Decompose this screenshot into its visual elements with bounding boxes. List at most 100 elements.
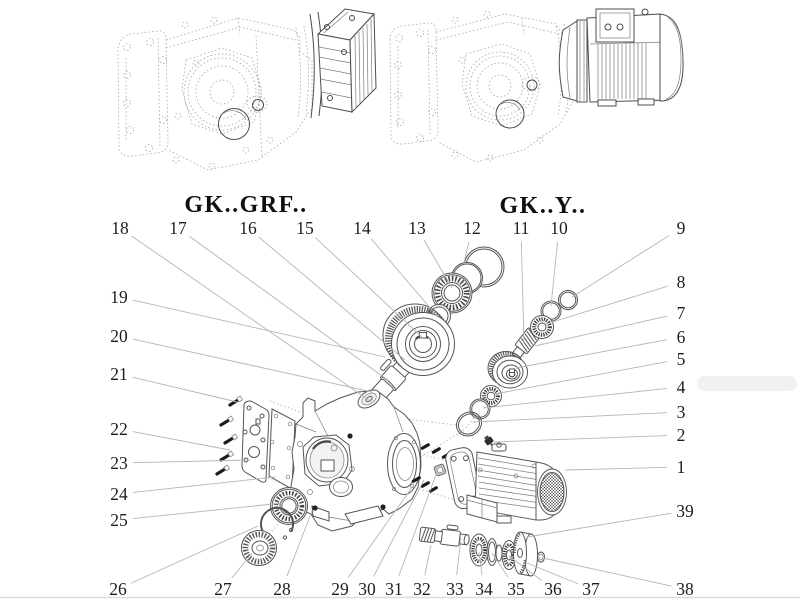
part-number-5: 5 [677, 349, 686, 369]
bevel-gear-6 [487, 351, 528, 389]
part-number-15: 15 [296, 218, 314, 238]
leader-line-4 [482, 388, 668, 409]
motor-flange-bore [387, 433, 421, 495]
leader-line-36 [508, 555, 543, 581]
leader-line-35 [491, 552, 509, 578]
part-number-23: 23 [110, 453, 128, 473]
cover-bolts [215, 395, 244, 476]
leader-line-39 [526, 512, 672, 538]
part-number-17: 17 [169, 218, 187, 238]
input-worm-assembly [455, 290, 578, 437]
part-number-10: 10 [550, 218, 568, 238]
leader-line-20 [132, 338, 373, 393]
leader-line-14 [370, 238, 438, 317]
part-number-16: 16 [239, 218, 257, 238]
part-number-11: 11 [513, 218, 530, 238]
y-model-label: GK..Y.. [500, 193, 587, 219]
part-number-8: 8 [677, 272, 686, 292]
leader-line-30 [373, 479, 425, 577]
leader-line-17 [189, 235, 390, 382]
part-number-18: 18 [111, 218, 129, 238]
part-number-38: 38 [676, 579, 694, 599]
leader-line-27 [231, 552, 253, 579]
leader-line-10 [550, 241, 559, 307]
washer-35 [486, 538, 498, 566]
output-bearing-25 [270, 487, 308, 525]
part-number-28: 28 [273, 579, 291, 599]
part-number-9: 9 [677, 218, 686, 238]
leader-line-18 [131, 235, 374, 404]
part-number-19: 19 [110, 287, 128, 307]
part-number-12: 12 [463, 218, 481, 238]
output-shaft-assembly [418, 524, 545, 577]
leader-line-24 [132, 476, 276, 493]
leader-line-13 [423, 239, 453, 289]
output-gear-assembly [362, 246, 505, 412]
leader-line-23 [132, 459, 251, 464]
part-number-36: 36 [544, 579, 562, 599]
part-number-4: 4 [677, 377, 686, 397]
leader-line-38 [542, 557, 672, 587]
leader-line-32 [424, 544, 432, 576]
shaft-key-33 [446, 524, 459, 531]
part-number-33: 33 [446, 579, 464, 599]
gearbox-grf-drawing [117, 8, 377, 171]
leader-line-12 [463, 241, 470, 264]
shaft-key-19 [380, 358, 392, 371]
gear-housing [290, 389, 422, 532]
output-flange-disc-39 [513, 531, 538, 577]
part-number-20: 20 [110, 326, 128, 346]
part-number-2: 2 [677, 425, 686, 445]
spacer [495, 544, 503, 562]
leader-line-26 [130, 525, 259, 584]
leader-line-34 [478, 551, 483, 576]
leader-line-2 [493, 435, 668, 443]
helical-gear-15 [382, 303, 455, 376]
bearing-8 [530, 315, 554, 339]
part-number-30: 30 [358, 579, 376, 599]
leader-line-8 [545, 285, 668, 325]
leader-line-16 [258, 236, 406, 361]
leader-line-5 [494, 361, 668, 395]
part-number-35: 35 [507, 579, 525, 599]
part-number-21: 21 [110, 364, 128, 384]
leader-line-21 [132, 376, 238, 403]
part-number-1: 1 [677, 457, 686, 477]
part-number-3: 3 [677, 402, 686, 422]
leader-line-28 [286, 510, 313, 577]
seal-ring-3 [455, 411, 483, 437]
gearbox-y-drawing [389, 8, 684, 163]
part-number-27: 27 [214, 579, 232, 599]
part-number-14: 14 [353, 218, 371, 238]
grf-model-label: GK..GRF.. [184, 192, 307, 218]
leader-line-15 [314, 237, 424, 339]
part-number-32: 32 [413, 579, 431, 599]
leader-line-29 [347, 485, 414, 578]
leader-line-11 [520, 241, 525, 345]
part-number-25: 25 [110, 510, 128, 530]
electric-motor [445, 442, 567, 524]
bearing-34 [469, 533, 489, 567]
input-bore-boss [357, 389, 381, 409]
part-number-7: 7 [677, 303, 686, 323]
part-number-31: 31 [385, 579, 403, 599]
leader-line-31 [398, 471, 438, 577]
part-number-37: 37 [582, 579, 600, 599]
leader-line-7 [534, 315, 668, 347]
tapered-bearing-13 [431, 272, 473, 314]
leader-line-25 [132, 502, 284, 520]
end-ring-38 [537, 551, 545, 563]
leader-line-33 [456, 537, 462, 576]
leader-line-6 [515, 339, 668, 369]
ring-9 [558, 290, 578, 310]
motor-flange [445, 447, 482, 510]
plug-31 [433, 463, 447, 477]
leader-line-22 [132, 431, 231, 451]
leader-line-3 [472, 412, 668, 423]
leader-line-37 [526, 562, 579, 585]
part-number-22: 22 [110, 419, 128, 439]
part-number-29: 29 [331, 579, 349, 599]
